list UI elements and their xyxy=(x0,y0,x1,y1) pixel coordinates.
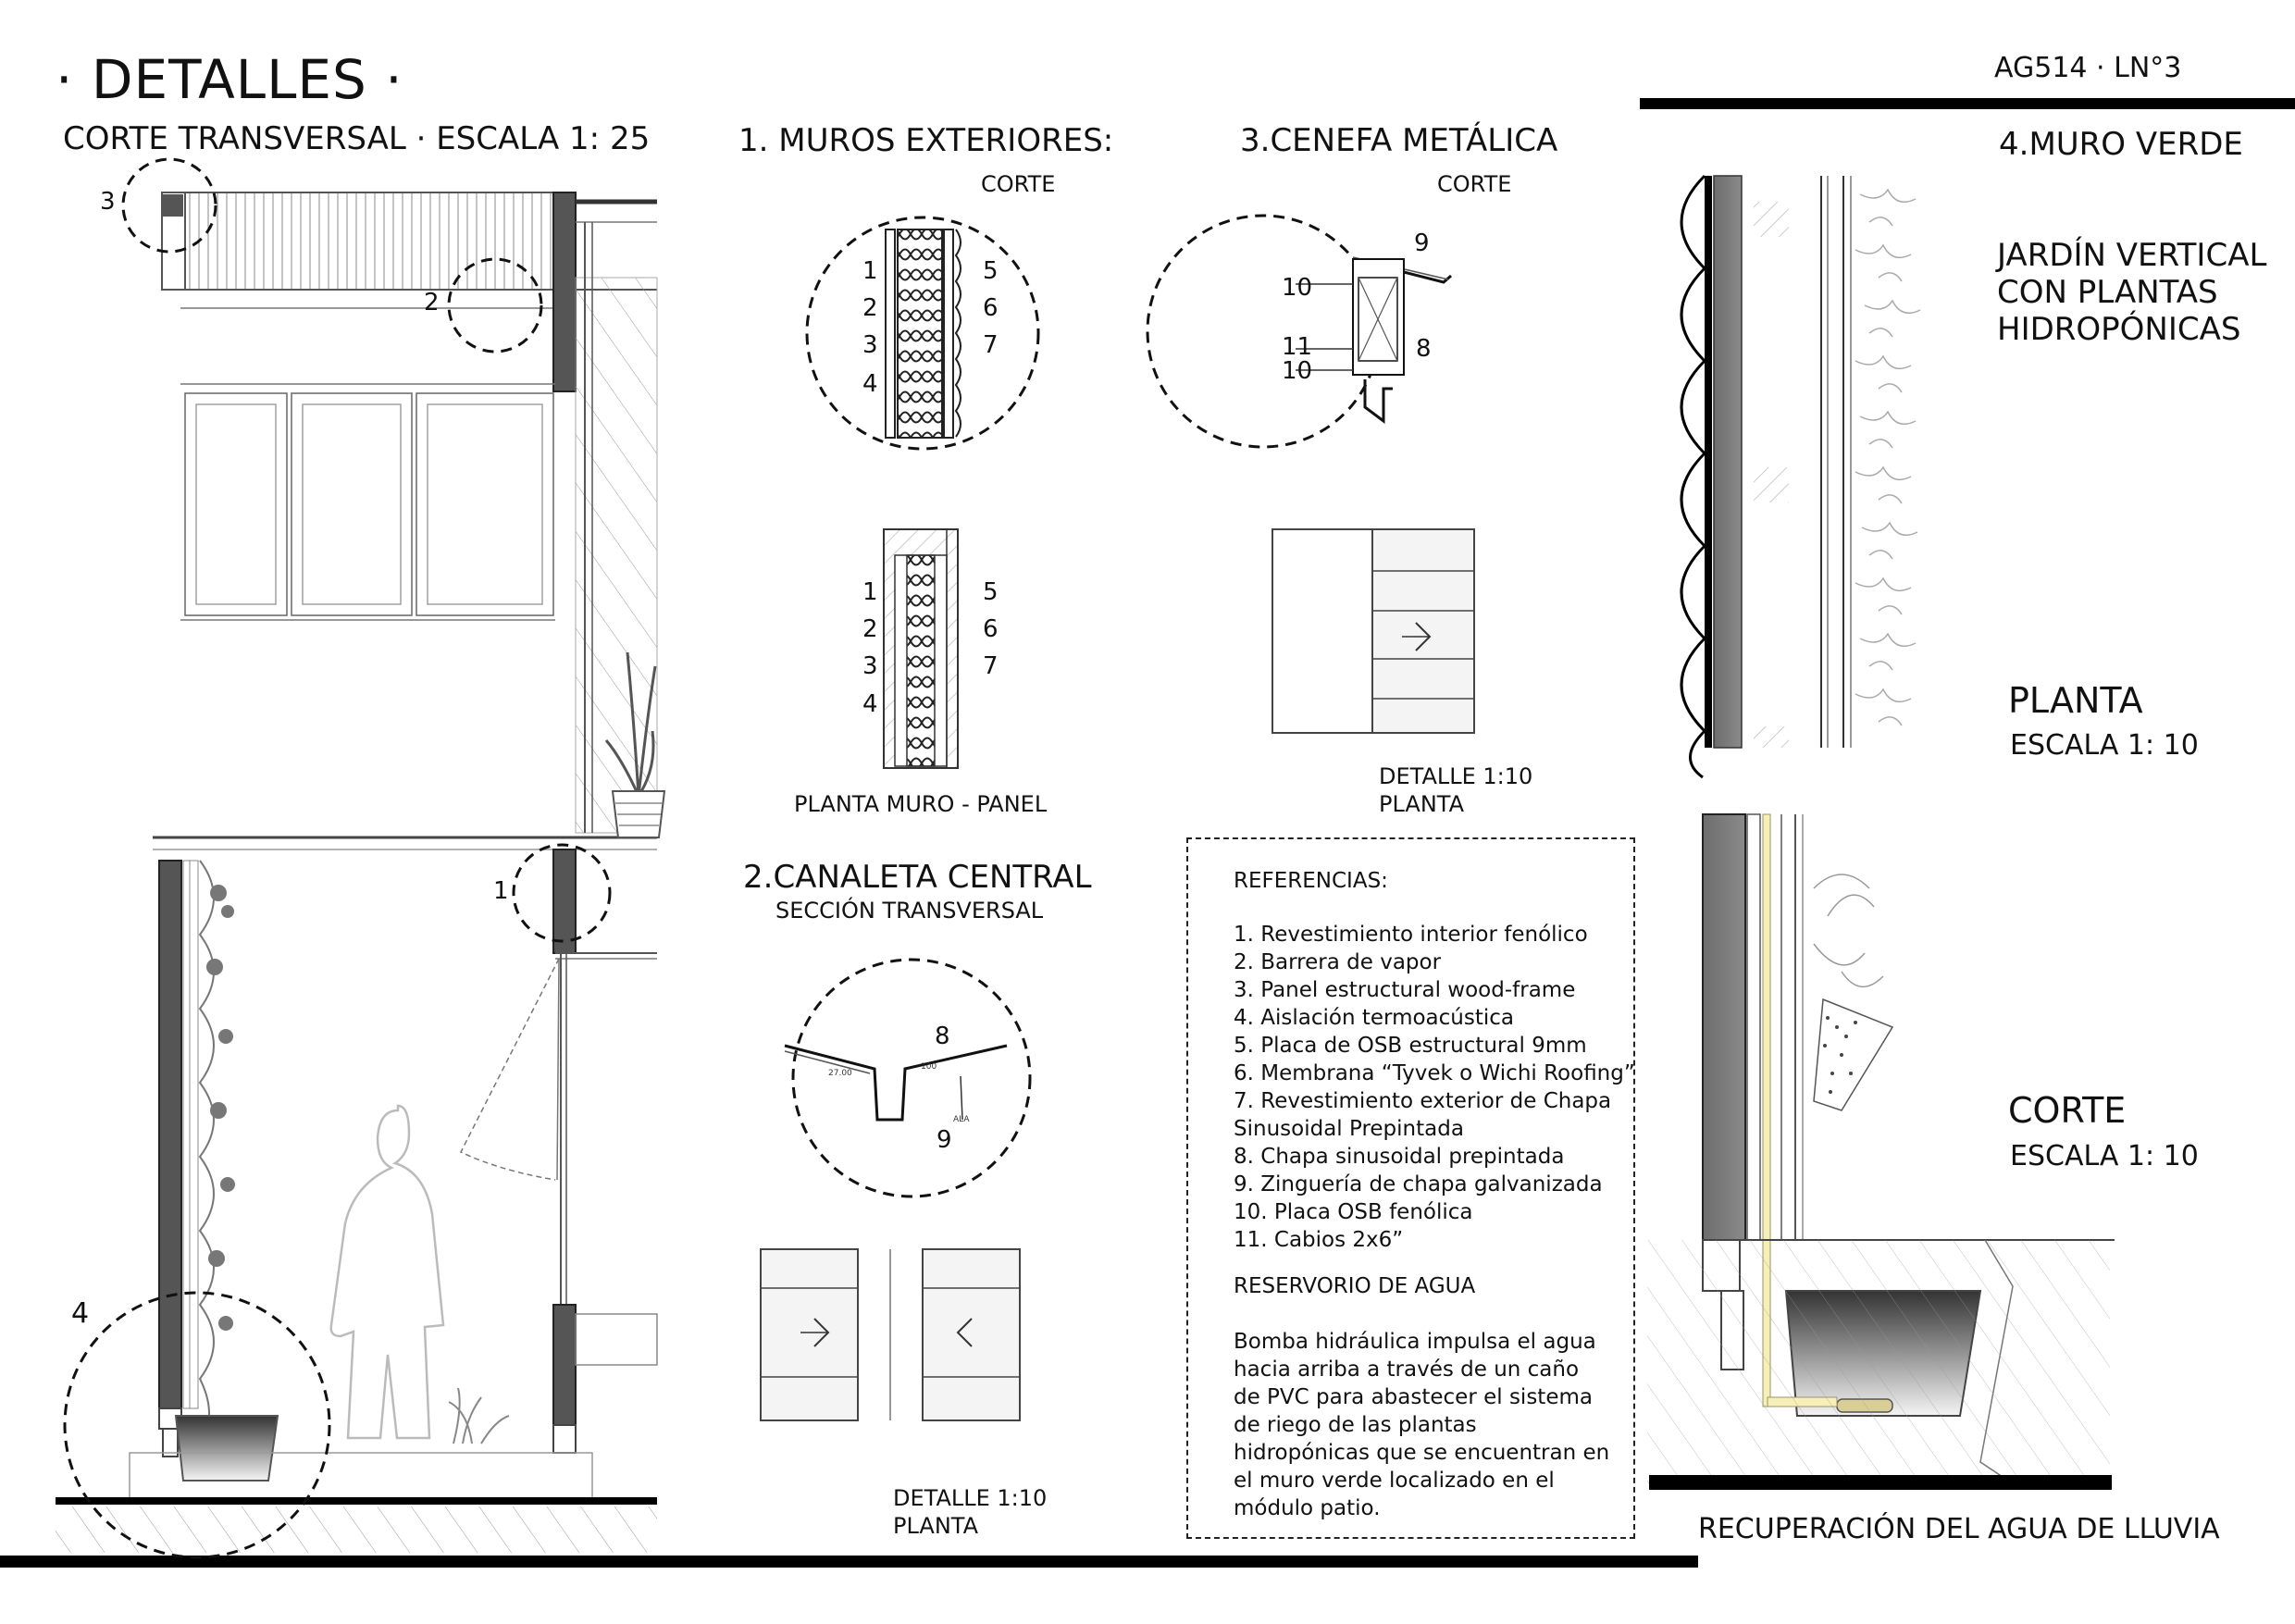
reference-item: 3. Panel estructural wood-frame xyxy=(1234,978,1576,1002)
detail2-title: 2.CANALETA CENTRAL xyxy=(743,859,1092,896)
reference-item: 5. Placa de OSB estructural 9mm xyxy=(1234,1034,1587,1058)
detail1-cut-drawing xyxy=(805,216,1040,451)
reference-item: 10. Placa OSB fenólica xyxy=(1234,1200,1473,1224)
page-title: · DETALLES · xyxy=(56,48,403,111)
detail1-num: 6 xyxy=(983,294,999,322)
reference-item: 11. Cabios 2x6” xyxy=(1234,1228,1404,1252)
water-title: RESERVORIO DE AGUA xyxy=(1234,1274,1476,1298)
svg-text:100: 100 xyxy=(921,1062,937,1072)
water-text-line: el muro verde localizado en el xyxy=(1234,1469,1555,1493)
detail3-cut-drawing xyxy=(1146,214,1452,449)
detail2-caption-1: DETALLE 1:10 xyxy=(893,1485,1048,1511)
detail1-plan-caption: PLANTA MURO - PANEL xyxy=(794,791,1048,817)
reference-item: 7. Revestimiento exterior de Chapa xyxy=(1234,1089,1612,1113)
reference-item: 4. Aislación termoacústica xyxy=(1234,1006,1514,1030)
detail1-num: 2 xyxy=(862,294,878,322)
water-text-line: hidropónicas que se encuentran en xyxy=(1234,1441,1610,1465)
detail1-num: 4 xyxy=(862,370,878,398)
detail2-num-9: 9 xyxy=(937,1126,952,1154)
detail3-caption-1: DETALLE 1:10 xyxy=(1379,763,1533,789)
reference-item: 2. Barrera de vapor xyxy=(1234,950,1442,974)
detail4-title: 4.MURO VERDE xyxy=(1999,126,2243,163)
detail1-plan-num: 4 xyxy=(862,690,878,718)
detail4-cut-scale: ESCALA 1: 10 xyxy=(2010,1140,2199,1172)
detail3-subtitle: CORTE xyxy=(1437,171,1512,197)
detail3-num-11: 11 xyxy=(1282,333,1313,361)
detail3-num-10b: 10 xyxy=(1282,357,1313,385)
detail4-cut-label: CORTE xyxy=(2008,1090,2127,1131)
callout-2: 2 xyxy=(424,289,440,316)
svg-text:ALA: ALA xyxy=(953,1115,970,1124)
detail4-footer: RECUPERACIÓN DEL AGUA DE LLUVIA xyxy=(1698,1513,2220,1545)
detail1-plan-num: 6 xyxy=(983,615,999,643)
water-text-line: hacia arriba a través de un caño xyxy=(1234,1357,1580,1382)
detail4-desc-2: CON PLANTAS xyxy=(1997,274,2218,311)
reference-item: 8. Chapa sinusoidal prepintada xyxy=(1234,1145,1565,1169)
reference-item: 1. Revestimiento interior fenólico xyxy=(1234,923,1588,947)
callout-circles xyxy=(63,157,612,1559)
detail2-section-drawing: 27.00 100 ALA xyxy=(784,958,1032,1198)
callout-3: 3 xyxy=(100,188,116,216)
svg-text:27.00: 27.00 xyxy=(828,1069,852,1078)
detail2-caption-2: PLANTA xyxy=(893,1513,978,1539)
water-text-line: de riego de las plantas xyxy=(1234,1413,1477,1437)
detail2-num-8: 8 xyxy=(935,1023,950,1050)
reference-item: 9. Zinguería de chapa galvanizada xyxy=(1234,1172,1603,1196)
bottom-rule xyxy=(0,1556,1698,1568)
detail1-plan-num: 7 xyxy=(983,652,999,680)
detail1-plan-drawing xyxy=(883,528,959,769)
reference-item: Sinusoidal Prepintada xyxy=(1234,1117,1464,1141)
references-box: REFERENCIAS: 1. Revestimiento interior f… xyxy=(1186,837,1635,1539)
detail4-plan-drawing xyxy=(1680,174,1921,779)
main-section-label: CORTE TRANSVERSAL · ESCALA 1: 25 xyxy=(63,120,651,157)
detail4-desc-3: HIDROPÓNICAS xyxy=(1997,311,2241,348)
detail1-plan-num: 5 xyxy=(983,578,999,606)
detail3-num-8: 8 xyxy=(1416,335,1432,363)
water-text-line: de PVC para abastecer el sistema xyxy=(1234,1385,1593,1409)
detail1-plan-num: 3 xyxy=(862,652,878,680)
detail4-desc-1: JARDÍN VERTICAL xyxy=(1997,237,2267,274)
detail2-subtitle: SECCIÓN TRANSVERSAL xyxy=(775,898,1044,924)
detail4-plan-label: PLANTA xyxy=(2008,680,2143,721)
detail3-num-10: 10 xyxy=(1282,274,1313,302)
detail1-num: 7 xyxy=(983,331,999,359)
references-title: REFERENCIAS: xyxy=(1234,869,1388,893)
detail1-plan-num: 2 xyxy=(862,615,878,643)
water-text-line: módulo patio. xyxy=(1234,1496,1381,1520)
detail1-title: 1. MUROS EXTERIORES: xyxy=(738,122,1114,159)
detail3-caption-2: PLANTA xyxy=(1379,791,1464,817)
detail1-num: 1 xyxy=(862,257,878,285)
detail4-cut-drawing xyxy=(1647,813,2115,1490)
detail1-plan-num: 1 xyxy=(862,578,878,606)
detail3-plan-drawing xyxy=(1272,528,1475,734)
top-rule xyxy=(1640,98,2295,109)
water-text-line: Bomba hidráulica impulsa el agua xyxy=(1234,1330,1596,1354)
detail1-num: 5 xyxy=(983,257,999,285)
detail2-plan-drawing xyxy=(760,1248,1021,1421)
detail3-num-9: 9 xyxy=(1414,229,1430,257)
callout-4: 4 xyxy=(71,1297,90,1330)
reference-item: 6. Membrana “Tyvek o Wichi Roofing” xyxy=(1234,1061,1635,1085)
detail1-subtitle: CORTE xyxy=(981,171,1056,197)
detail4-plan-scale: ESCALA 1: 10 xyxy=(2010,729,2199,762)
main-section-drawing xyxy=(56,192,666,1553)
detail1-num: 3 xyxy=(862,331,878,359)
sheet-code: AG514 · LN°3 xyxy=(1994,52,2182,84)
callout-1: 1 xyxy=(493,877,509,905)
detail3-title: 3.CENEFA METÁLICA xyxy=(1240,122,1558,159)
